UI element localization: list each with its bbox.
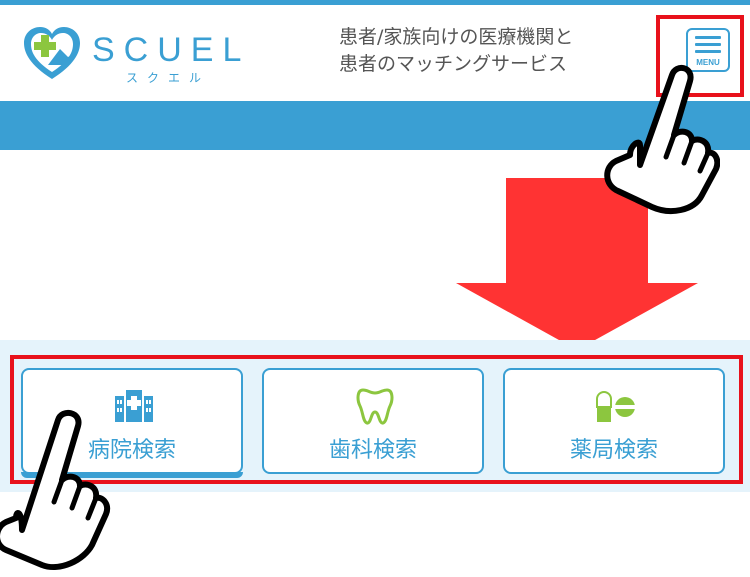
blue-banner [0,101,750,150]
tagline: 患者/家族向けの医療機関と 患者のマッチングサービス [339,24,573,78]
logo-kana: スクエル [126,71,211,85]
pointing-hand-icon [0,409,110,570]
menu-highlight-box [656,15,744,97]
tagline-line-2: 患者のマッチングサービス [339,53,568,75]
hamburger-icon-bar [695,43,721,46]
active-tab-indicator [21,472,243,478]
nav-highlight-box [10,355,743,484]
hospital-icon [115,390,153,422]
menu-button[interactable]: MENU [686,28,730,72]
logo-text: SCUEL [92,31,251,69]
pill-icon [596,391,635,422]
top-accent-line [0,0,750,5]
down-arrow-icon [456,178,698,350]
menu-label: MENU [696,58,720,67]
tab-dental-search[interactable]: 歯科検索 [262,368,484,474]
pointing-hand-icon [604,64,720,214]
heart-cross-icon [24,27,80,79]
tagline-line-1: 患者/家族向けの医療機関と [339,26,574,48]
tab-label: 病院検索 [87,438,176,463]
tab-label: 薬局検索 [569,438,658,463]
tab-pharmacy-search[interactable]: 薬局検索 [503,368,725,474]
hamburger-icon-bar [695,50,721,53]
tab-label: 歯科検索 [328,438,417,463]
scuel-logo[interactable]: SCUEL スクエル [22,25,241,87]
tooth-icon [356,388,394,425]
hamburger-icon-bar [695,36,721,39]
site-header: SCUEL スクエル 患者/家族向けの医療機関と 患者のマッチングサービス ME… [0,5,750,101]
